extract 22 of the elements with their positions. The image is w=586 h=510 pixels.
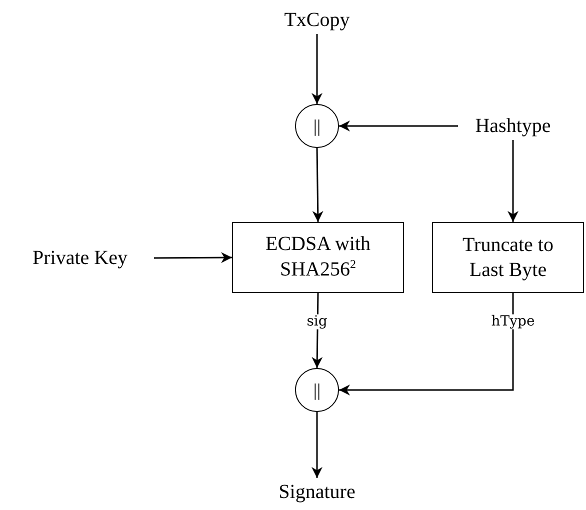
text-label: Signature (278, 480, 356, 504)
text-label: TxCopy (284, 8, 350, 32)
arrow (312, 34, 322, 104)
arrow (339, 293, 514, 396)
arrow (339, 120, 458, 132)
text-label: Hashtype (475, 114, 551, 138)
arrow (312, 292, 323, 368)
concatenation-circle (295, 368, 339, 412)
process-box (232, 222, 404, 293)
arrow (508, 140, 518, 222)
edge-label: hType (489, 314, 537, 330)
concatenation-symbol: || (313, 378, 321, 402)
box-text: Truncate to Last Byte (462, 232, 554, 282)
edge-label: sig (304, 314, 330, 330)
arrow (312, 148, 324, 222)
process-box (432, 222, 584, 293)
arrow (154, 252, 232, 264)
concatenation-symbol: || (313, 114, 321, 138)
box-text: ECDSA with SHA256$^{2}$ (264, 232, 372, 283)
arrow (312, 412, 322, 478)
concatenation-circle (295, 104, 339, 148)
text-label: Private Key (32, 246, 128, 270)
